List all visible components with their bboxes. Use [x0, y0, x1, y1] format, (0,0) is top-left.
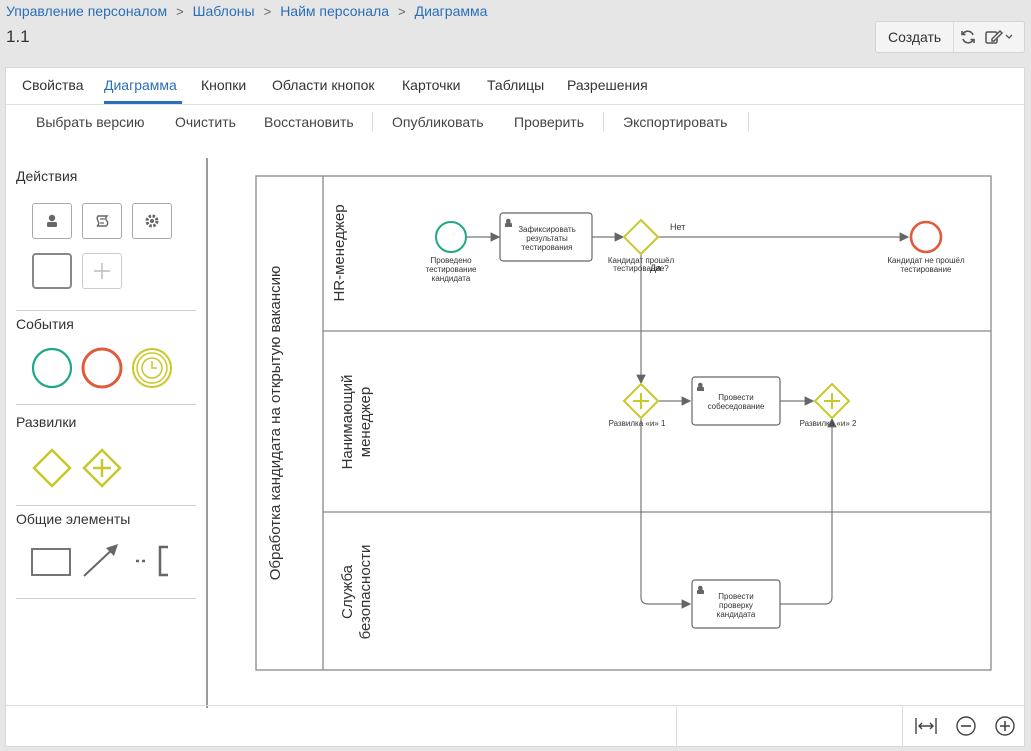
user-task-icon	[697, 382, 704, 391]
tab-permissions[interactable]: Разрешения	[567, 77, 648, 93]
timer-event-icon[interactable]	[130, 346, 174, 390]
pool-shape-icon[interactable]	[30, 543, 74, 579]
toolbar-separator	[748, 112, 749, 132]
tab-tables[interactable]: Таблицы	[487, 77, 545, 93]
connector-arrow-icon[interactable]	[80, 540, 124, 580]
create-button[interactable]: Создать	[876, 22, 955, 52]
chevron-right-icon: >	[263, 3, 272, 19]
toolbar-separator	[372, 112, 373, 132]
task-box-icon[interactable]	[32, 253, 72, 289]
footer-divider	[902, 706, 903, 746]
flow-label-no: Нет	[670, 222, 685, 232]
start-event-icon[interactable]	[30, 346, 74, 390]
palette-section-events: События	[16, 316, 74, 332]
pool[interactable]: Обработка кандидата на открытую вакансию	[255, 175, 992, 671]
user-task-icon	[505, 218, 512, 227]
breadcrumb-hr[interactable]: Управление персоналом	[6, 3, 168, 19]
lane-label-security: Службабезопасности	[339, 545, 374, 640]
sequence-flows	[467, 232, 910, 609]
zoom-out-icon[interactable]	[954, 714, 978, 738]
exclusive-gateway-icon[interactable]	[30, 446, 74, 490]
active-tab-indicator	[104, 101, 182, 104]
tab-bar: Свойства Диаграмма Кнопки Области кнопок…	[6, 68, 1024, 105]
publish-button[interactable]: Опубликовать	[392, 114, 484, 130]
parallel-gateway-2[interactable]: Развилка «и» 2	[800, 382, 857, 428]
diagram-footer	[6, 705, 1024, 746]
header-actions: Создать	[875, 21, 1025, 53]
diagram-canvas[interactable]: Обработка кандидата на открытую вакансию…	[212, 146, 1022, 706]
breadcrumb-diagram[interactable]: Диаграмма	[414, 3, 488, 19]
refresh-icon[interactable]	[954, 22, 982, 52]
tab-button-areas[interactable]: Области кнопок	[272, 77, 375, 93]
chevron-right-icon: >	[176, 3, 184, 19]
palette-section-gateways: Развилки	[16, 414, 77, 430]
svg-text:Развилка «и» 2: Развилка «и» 2	[800, 419, 857, 428]
validate-button[interactable]: Проверить	[514, 114, 585, 130]
tab-diagram[interactable]: Диаграмма	[104, 77, 177, 93]
diagram-toolbar: Выбрать версию Очистить Восстановить Опу…	[6, 104, 1024, 142]
select-version-button[interactable]: Выбрать версию	[36, 114, 145, 130]
annotation-icon[interactable]	[130, 543, 174, 579]
flow-label-yes: Да	[650, 263, 661, 273]
palette-section-common: Общие элементы	[16, 511, 131, 527]
chevron-right-icon: >	[398, 3, 406, 19]
element-palette: Действия События Развилки Общие элементы	[6, 158, 208, 708]
pool-label: Обработка кандидата на открытую вакансию	[267, 266, 284, 581]
edit-icon[interactable]	[982, 22, 1016, 52]
palette-divider	[16, 404, 196, 405]
palette-divider	[16, 310, 196, 311]
lane-label-hr: HR-менеджер	[331, 204, 348, 301]
footer-divider	[676, 706, 677, 746]
clear-button[interactable]: Очистить	[175, 114, 236, 130]
palette-section-actions: Действия	[16, 168, 78, 184]
toolbar-separator	[603, 112, 604, 132]
parallel-gateway-1[interactable]: Развилка «и» 1	[609, 382, 666, 428]
palette-divider	[16, 505, 196, 506]
tab-cards[interactable]: Карточки	[402, 77, 461, 93]
add-icon[interactable]	[82, 253, 122, 289]
user-task-icon[interactable]	[32, 203, 72, 239]
breadcrumb: Управление персоналом > Шаблоны > Найм п…	[6, 3, 487, 19]
fit-width-icon[interactable]	[914, 714, 938, 738]
tab-properties[interactable]: Свойства	[22, 77, 84, 93]
tab-buttons[interactable]: Кнопки	[201, 77, 247, 93]
service-task-icon[interactable]	[132, 203, 172, 239]
script-task-icon[interactable]	[82, 203, 122, 239]
parallel-gateway-icon[interactable]	[80, 446, 124, 490]
end-event-icon[interactable]	[80, 346, 124, 390]
svg-text:Развилка «и» 1: Развилка «и» 1	[609, 419, 666, 428]
chevron-down-icon	[1005, 34, 1013, 39]
user-task-icon	[697, 585, 704, 594]
diagram-card: Свойства Диаграмма Кнопки Области кнопок…	[5, 67, 1025, 747]
breadcrumb-hiring[interactable]: Найм персонала	[280, 3, 389, 19]
page-title: 1.1	[6, 27, 30, 46]
zoom-in-icon[interactable]	[993, 714, 1017, 738]
restore-button[interactable]: Восстановить	[264, 114, 354, 130]
palette-divider	[16, 598, 196, 599]
lane-label-hiring: Нанимающийменеджер	[339, 375, 374, 470]
breadcrumb-templates[interactable]: Шаблоны	[192, 3, 255, 19]
export-button[interactable]: Экспортировать	[623, 114, 728, 130]
